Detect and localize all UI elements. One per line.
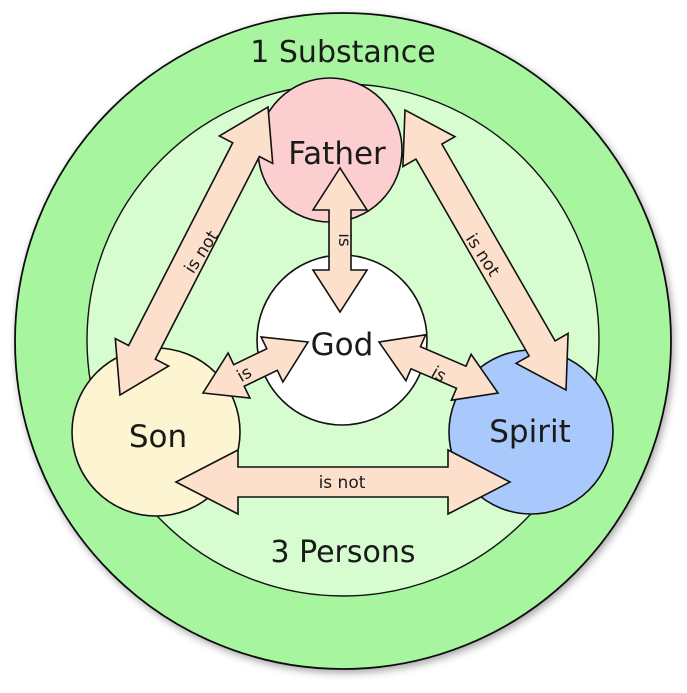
god-label: God <box>311 327 374 363</box>
father-son-arrow <box>114 105 274 397</box>
spirit-label: Spirit <box>489 414 570 450</box>
father-spirit-arrow <box>402 108 569 392</box>
father-god-arrow <box>311 166 369 314</box>
father-god-relation-label: is <box>334 233 354 247</box>
spirit-god-arrow <box>377 333 500 402</box>
son-god-arrow <box>201 336 310 399</box>
outer-substance-label: 1 Substance <box>250 35 435 70</box>
son-spirit-relation-label: is not <box>319 473 366 493</box>
son-spirit-arrow <box>174 448 512 516</box>
father-label: Father <box>288 136 386 172</box>
son-label: Son <box>129 419 187 455</box>
inner-persons-label: 3 Persons <box>270 535 415 570</box>
